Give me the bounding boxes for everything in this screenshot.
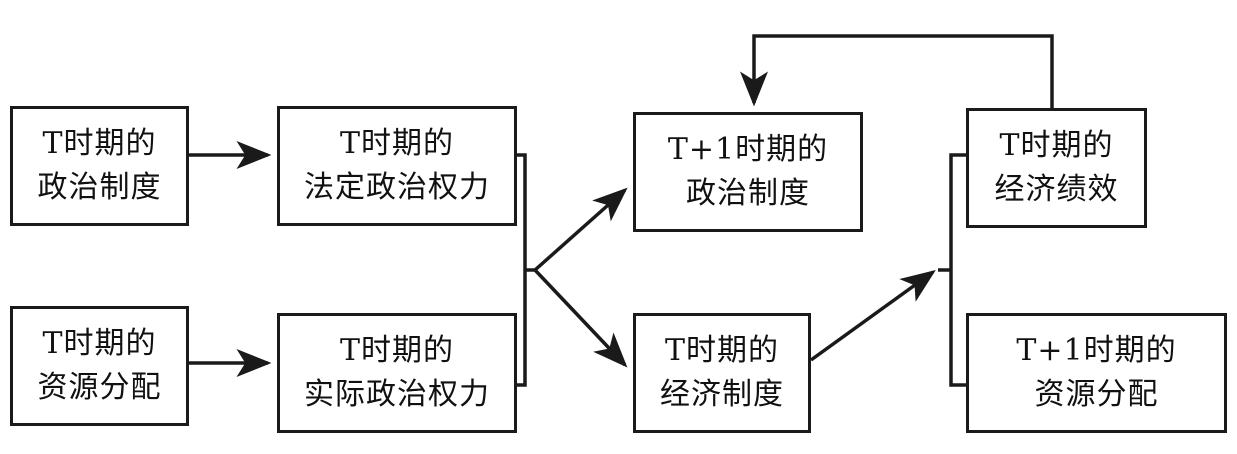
box-line-1: T时期的 <box>339 126 454 161</box>
box-line-1: T+1时期的 <box>1016 333 1177 368</box>
box-line-2: 法定政治权力 <box>304 170 490 205</box>
box-t1-political-institutions: T+1时期的 政治制度 <box>633 112 863 232</box>
box-line-1: T时期的 <box>42 326 157 361</box>
box-line-2: 政治制度 <box>686 176 810 211</box>
box-line-2: 资源分配 <box>1034 377 1159 412</box>
arrow-power-to-economic-institutions <box>533 268 628 368</box>
box-line-2: 资源分配 <box>37 370 162 405</box>
box-t-de-jure-power: T时期的 法定政治权力 <box>277 106 517 226</box>
box-line-1: T时期的 <box>664 333 779 368</box>
box-t-resource-distribution: T时期的 资源分配 <box>10 306 189 426</box>
box-line-2: 政治制度 <box>37 170 162 205</box>
brace-political-power <box>517 153 527 387</box>
box-line-2: 经济绩效 <box>994 172 1119 207</box>
box-line-1: T时期的 <box>42 126 157 161</box>
box-line-1: T时期的 <box>999 128 1114 163</box>
box-t-de-facto-power: T时期的 实际政治权力 <box>277 313 517 433</box>
arrow-power-to-t1-political-institutions <box>533 187 628 272</box>
box-line-1: T+1时期的 <box>667 132 829 167</box>
box-t-economic-institutions: T时期的 经济制度 <box>633 313 811 433</box>
box-line-1: T时期的 <box>339 333 454 368</box>
feedback-arrow <box>740 34 1054 108</box>
arrow-economic-institutions-to-outcomes <box>809 269 936 362</box>
brace-outcomes <box>949 153 966 387</box>
box-t1-resource-distribution: T+1时期的 资源分配 <box>966 313 1227 433</box>
box-t-economic-performance: T时期的 经济绩效 <box>966 108 1147 228</box>
box-line-2: 经济制度 <box>660 377 784 412</box>
box-line-2: 实际政治权力 <box>304 377 490 412</box>
box-t-political-institutions: T时期的 政治制度 <box>10 106 189 226</box>
